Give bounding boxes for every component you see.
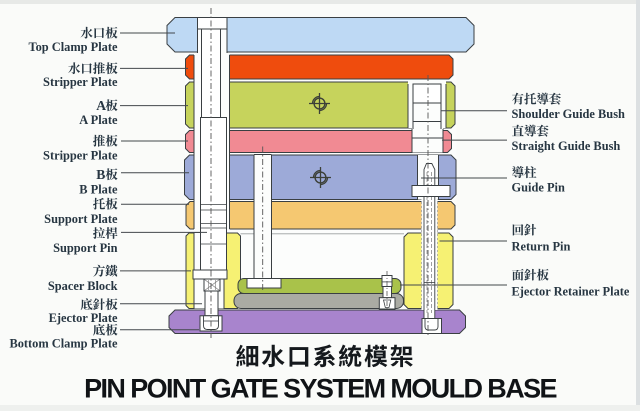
svg-text:Ejector Retainer Plate: Ejector Retainer Plate [512, 285, 630, 299]
svg-text:B: B [96, 167, 105, 182]
svg-text:Stripper Plate: Stripper Plate [43, 75, 118, 89]
svg-text:Straight Guide Bush: Straight Guide Bush [512, 139, 621, 153]
svg-text:Bottom Clamp Plate: Bottom Clamp Plate [9, 337, 118, 351]
svg-text:Support Pin: Support Pin [53, 241, 117, 255]
svg-text:Shoulder Guide Bush: Shoulder Guide Bush [512, 107, 626, 121]
svg-text:Top Clamp Plate: Top Clamp Plate [28, 40, 118, 54]
svg-text:Spacer Block: Spacer Block [48, 279, 118, 293]
svg-text:PIN POINT GATE SYSTEM MOULD BA: PIN POINT GATE SYSTEM MOULD BASE [84, 374, 556, 404]
svg-text:Support Plate: Support Plate [44, 212, 118, 226]
svg-text:A: A [96, 98, 106, 113]
svg-text:Ejector Plate: Ejector Plate [49, 311, 118, 325]
svg-text:Return Pin: Return Pin [512, 240, 571, 254]
svg-text:Stripper Plate: Stripper Plate [43, 149, 118, 163]
svg-text:Guide Pin: Guide Pin [512, 180, 565, 194]
svg-text:B Plate: B Plate [79, 183, 118, 197]
svg-text:A Plate: A Plate [79, 113, 118, 127]
